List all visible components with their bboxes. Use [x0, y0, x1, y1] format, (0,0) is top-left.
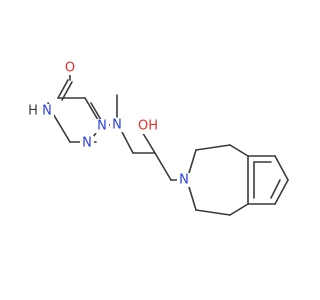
nitrogen-label: N — [112, 118, 122, 133]
hydrogen-label: H — [28, 104, 38, 119]
atom-labels: O H N N N N OH N — [27, 59, 191, 188]
bond — [57, 79, 69, 99]
oxygen-label: O — [65, 61, 75, 76]
bond — [229, 144, 249, 157]
bond — [188, 186, 197, 211]
bond — [121, 131, 134, 154]
nitrogen-label: N — [42, 104, 52, 119]
bond — [195, 144, 231, 151]
nitrogen-label: N — [97, 119, 107, 134]
bond — [195, 209, 231, 216]
bond — [51, 111, 71, 143]
hydroxyl-label: OH — [138, 119, 158, 134]
bond — [274, 155, 289, 181]
bond — [229, 203, 249, 216]
bond — [154, 152, 172, 181]
nitrogen-label: N — [82, 136, 92, 151]
bond — [270, 179, 281, 199]
bond — [61, 81, 73, 101]
nitrogen-label: N — [179, 173, 189, 188]
bond — [274, 179, 289, 205]
molecule-structure: O H N N N N OH N — [27, 59, 289, 216]
bond — [188, 149, 197, 174]
